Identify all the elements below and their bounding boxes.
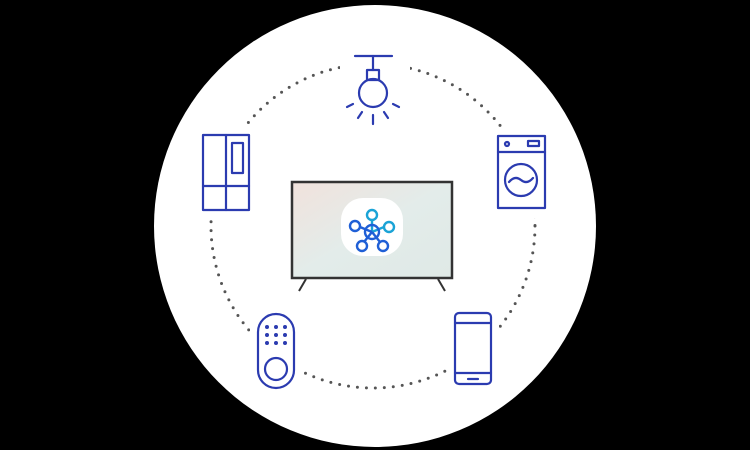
washing-machine-icon xyxy=(496,134,547,210)
smartphone-icon xyxy=(453,311,493,386)
refrigerator-icon xyxy=(201,133,251,212)
ceiling-lamp-icon xyxy=(345,54,401,126)
remote-control-icon xyxy=(256,312,296,390)
dotted-connection-ring xyxy=(209,62,537,390)
smartthings-hub-icon xyxy=(341,198,403,256)
